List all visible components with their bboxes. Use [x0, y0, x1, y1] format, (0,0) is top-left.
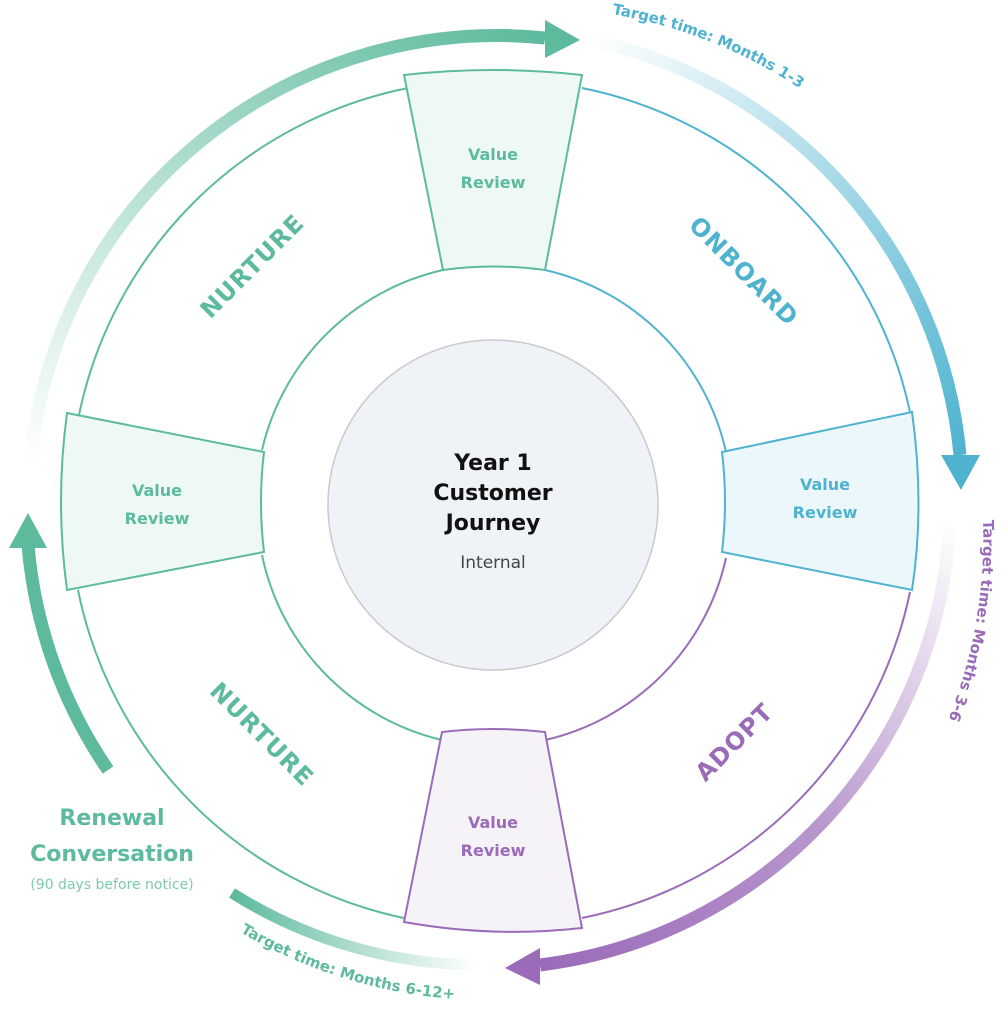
title-line2: Customer — [433, 481, 552, 506]
subtitle: Internal — [460, 553, 526, 573]
outer-arrows — [9, 20, 980, 985]
phase-label-nurture-bottom: NURTURE — [204, 677, 319, 792]
value-review-top-line1: Value — [468, 145, 518, 164]
renewal-line2: Conversation — [30, 842, 194, 867]
nurture-arrow-bottom — [229, 888, 476, 971]
center-hub: Year 1 Customer Journey Internal — [327, 339, 659, 671]
value-review-left-line1: Value — [132, 481, 182, 500]
inner-ring-adopt — [544, 557, 727, 741]
phase-label-adopt: ADOPT — [690, 698, 779, 787]
phase-label-nurture-top: NURTURE — [195, 209, 310, 324]
value-review-right-line2: Review — [793, 503, 858, 522]
adopt-arrow — [539, 519, 957, 972]
onboard-arrow — [588, 33, 967, 456]
value-review-top-line2: Review — [461, 173, 526, 192]
inner-ring-onboard — [544, 269, 727, 453]
renewal-note: (90 days before notice) — [30, 877, 193, 893]
outer-ring-onboard — [581, 87, 911, 413]
value-review-right[interactable]: Value Review — [720, 410, 920, 592]
title-line1: Year 1 — [453, 451, 532, 476]
rings — [77, 87, 911, 919]
outer-ring-nurture-bottom — [77, 589, 405, 919]
inner-ring-nurture-top — [261, 269, 444, 451]
title-line3: Journey — [444, 511, 541, 536]
value-review-right-line1: Value — [800, 475, 850, 494]
phase-label-onboard: ONBOARD — [683, 211, 804, 332]
arrow-head-up-icon — [9, 513, 47, 548]
nurture-to-onboard-arrow — [23, 29, 546, 471]
renewal-conversation: Renewal Conversation (90 days before not… — [30, 806, 194, 893]
renewal-line1: Renewal — [59, 806, 164, 831]
value-review-left[interactable]: Value Review — [60, 411, 266, 592]
value-review-bottom-line2: Review — [461, 841, 526, 860]
inner-ring-nurture-bottom — [261, 554, 443, 741]
outer-ring-nurture-top — [77, 87, 409, 421]
outer-ring-adopt — [581, 591, 911, 919]
value-review-bottom[interactable]: Value Review — [402, 728, 584, 933]
renewal-arrow — [21, 544, 114, 774]
arrow-head-right-icon — [545, 20, 580, 58]
value-review-bottom-line1: Value — [468, 813, 518, 832]
arrow-head-down-icon — [941, 455, 980, 490]
arrow-head-left-icon — [505, 948, 540, 985]
value-review-top[interactable]: Value Review — [402, 69, 584, 272]
value-review-left-line2: Review — [125, 509, 190, 528]
